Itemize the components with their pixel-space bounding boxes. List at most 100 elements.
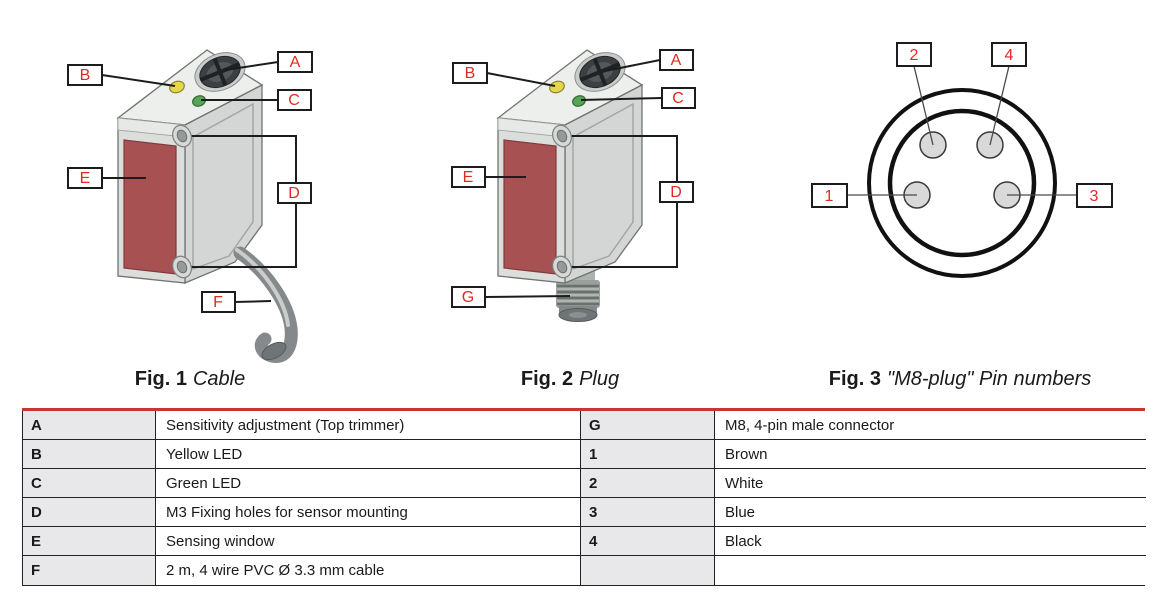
leader-pin4: [989, 65, 1010, 146]
table-key-cell: B: [23, 440, 156, 469]
sensor-body: [496, 49, 644, 284]
connector-outer-ring: [867, 88, 1057, 278]
table-desc-cell: Green LED: [156, 469, 581, 498]
legend-table-grid: A Sensitivity adjustment (Top trimmer) G…: [22, 411, 1146, 586]
yellow-led: [549, 80, 565, 94]
fig1-caption-text: Cable: [192, 368, 246, 390]
svg-text:B: B: [465, 65, 476, 82]
table-key-cell: 2: [581, 469, 715, 498]
table-key-cell: 4: [581, 527, 715, 556]
svg-text:C: C: [288, 92, 300, 109]
table-key-cell: E: [23, 527, 156, 556]
table-desc-cell: White: [715, 469, 1146, 498]
table-key-cell: 3: [581, 498, 715, 527]
leader-b: [101, 74, 176, 87]
sensing-window: [503, 139, 557, 275]
table-desc-cell: Brown: [715, 440, 1146, 469]
svg-text:B: B: [80, 67, 91, 84]
fig3-caption: Fig. 3"M8-plug" Pin numbers: [785, 368, 1135, 394]
table-desc-cell: Blue: [715, 498, 1146, 527]
callout-b: B: [452, 62, 488, 84]
table-key-cell: F: [23, 556, 156, 585]
sensing-window: [123, 139, 177, 275]
table-key-cell: A: [23, 411, 156, 440]
callout-e: E: [451, 166, 486, 188]
callout-a: A: [277, 51, 313, 73]
table-key-cell: C: [23, 469, 156, 498]
leader-lines: [484, 59, 678, 298]
callout-c: C: [661, 87, 696, 109]
svg-text:D: D: [670, 184, 682, 201]
callout-d: D: [659, 181, 694, 203]
svg-text:C: C: [672, 90, 684, 107]
trimmer-knob: [194, 52, 246, 92]
table-key-cell: D: [23, 498, 156, 527]
callout-e: E: [67, 167, 103, 189]
leader-a: [224, 61, 279, 71]
fixing-holes: [552, 124, 572, 279]
legend-table: A Sensitivity adjustment (Top trimmer) G…: [22, 408, 1146, 586]
callout-pin3: 3: [1076, 183, 1113, 208]
fig2-caption-text: Plug: [579, 368, 620, 390]
fixing-holes: [172, 124, 192, 279]
fig2-caption-label: Fig. 2: [520, 368, 574, 390]
callout-g: G: [451, 286, 486, 308]
fig3-pin-numbers-diagram: 2 4 1 3: [811, 42, 1113, 278]
table-desc-cell: Sensing window: [156, 527, 581, 556]
callout-f: F: [201, 291, 236, 313]
fig3-caption-text: "M8-plug" Pin numbers: [886, 368, 1092, 390]
callout-boxes: A B C E D G: [451, 49, 696, 308]
svg-text:E: E: [80, 170, 91, 187]
svg-text:2: 2: [910, 47, 919, 64]
svg-text:A: A: [290, 54, 301, 71]
table-desc-cell: [715, 556, 1146, 585]
svg-text:F: F: [213, 294, 223, 311]
callout-pin4: 4: [991, 42, 1027, 67]
leader-d-bracket: [562, 135, 678, 268]
green-led: [192, 95, 206, 107]
fig1-sensor-cable-diagram: A B C E D F: [67, 49, 313, 363]
leader-f: [234, 300, 272, 303]
fig3-caption-label: Fig. 3: [828, 368, 881, 390]
table-desc-cell: Sensitivity adjustment (Top trimmer): [156, 411, 581, 440]
svg-text:3: 3: [1090, 188, 1099, 205]
table-desc-cell: M8, 4-pin male connector: [715, 411, 1146, 440]
leader-lines: [101, 61, 297, 303]
green-led: [572, 95, 586, 107]
fig2-sensor-plug-diagram: A B C E D G: [451, 49, 696, 322]
table-desc-cell: M3 Fixing holes for sensor mounting: [156, 498, 581, 527]
leader-lines: [847, 65, 1077, 196]
trimmer-knob: [574, 52, 626, 92]
leader-a: [604, 59, 661, 72]
leader-pin2: [913, 65, 934, 146]
callout-c: C: [277, 89, 312, 111]
table-desc-cell: 2 m, 4 wire PVC Ø 3.3 mm cable: [156, 556, 581, 585]
leader-g: [484, 295, 571, 298]
svg-text:G: G: [462, 289, 474, 306]
table-top-red-line: [22, 408, 1145, 411]
svg-text:1: 1: [825, 188, 834, 205]
svg-text:4: 4: [1005, 47, 1014, 64]
leader-c: [580, 97, 663, 101]
callout-a: A: [659, 49, 694, 71]
leader-d-bracket: [182, 135, 297, 268]
table-desc-cell: Black: [715, 527, 1146, 556]
callout-b: B: [67, 64, 103, 86]
svg-text:D: D: [288, 185, 300, 202]
callout-boxes: 2 4 1 3: [811, 42, 1113, 208]
connector-inner-ring: [887, 108, 1037, 258]
fig1-caption-label: Fig. 1: [134, 368, 187, 390]
yellow-led: [169, 80, 185, 94]
table-key-cell: G: [581, 411, 715, 440]
callout-boxes: A B C E D F: [67, 51, 313, 313]
table-key-cell: 1: [581, 440, 715, 469]
callout-pin2: 2: [896, 42, 932, 67]
svg-text:A: A: [671, 52, 682, 69]
svg-text:E: E: [463, 169, 474, 186]
table-key-cell: [581, 556, 715, 585]
leader-b: [486, 72, 556, 87]
callout-d: D: [277, 182, 312, 204]
table-desc-cell: Yellow LED: [156, 440, 581, 469]
